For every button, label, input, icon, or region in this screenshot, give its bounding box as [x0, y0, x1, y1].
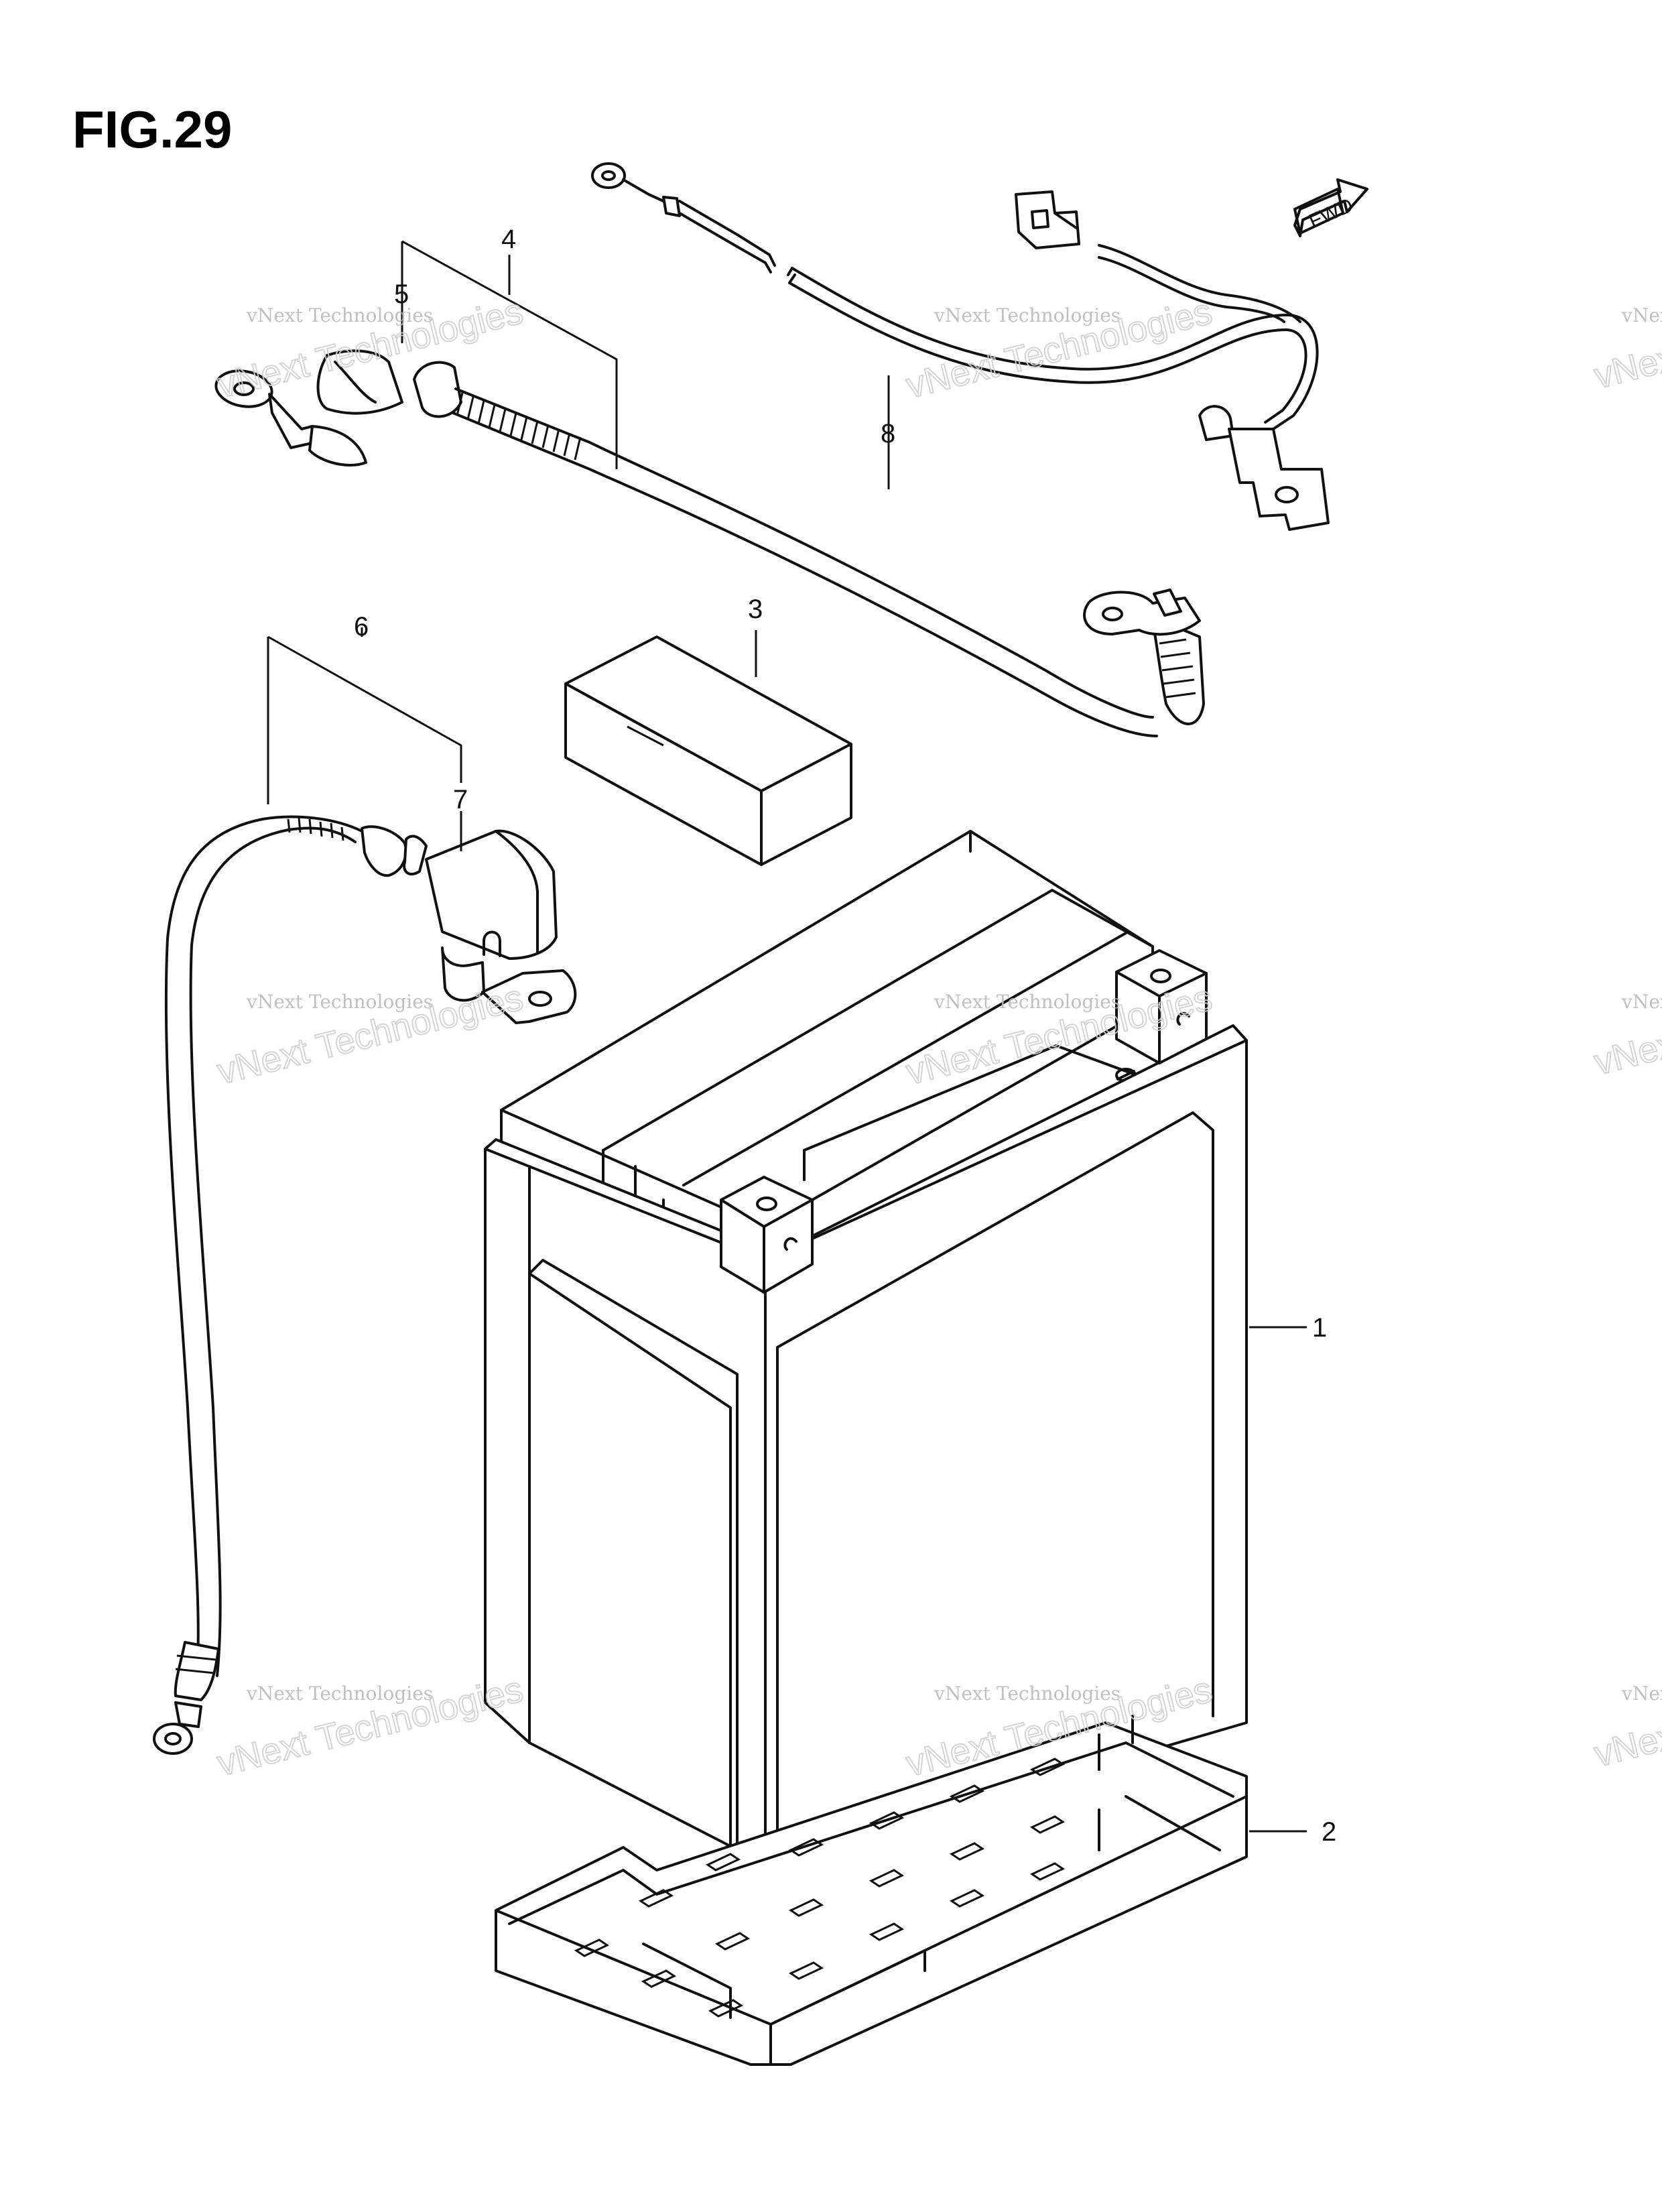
part-8-harness	[591, 162, 1330, 531]
watermark-1: vNext Technologies	[246, 304, 433, 326]
callout-5: 5	[394, 280, 409, 309]
cable-ribbing	[456, 392, 582, 460]
fwd-arrow-icon: FWD	[1293, 178, 1368, 237]
watermark-9b: vNext Technologies	[1590, 1660, 1662, 1774]
part-2-tray	[495, 1715, 1248, 2066]
part-1-battery	[484, 830, 1248, 1865]
watermark-3: vNext Technologies	[246, 991, 433, 1013]
callout-labels: 1 2 3 4 5 6 7 8	[354, 225, 1336, 1847]
callout-6: 6	[354, 612, 369, 641]
watermark-9: vNext Technologies	[1621, 1682, 1662, 1705]
part-6-cable	[153, 815, 577, 1755]
watermark-6: vNext Technologies	[934, 1682, 1121, 1705]
callout-8: 8	[881, 419, 895, 448]
tray-slots	[574, 1758, 1066, 2018]
part-3-pad	[564, 635, 852, 866]
callout-4: 4	[501, 225, 516, 254]
watermark-7b: vNext Technologies	[1590, 282, 1662, 396]
watermark-2: vNext Technologies	[934, 304, 1121, 326]
watermark-7: vNext Technologies	[1621, 304, 1662, 326]
figure-title: FIG.29	[72, 100, 232, 159]
callout-7: 7	[453, 785, 468, 814]
watermark-8b: vNext Technologies	[1590, 968, 1662, 1083]
watermark-8: vNext Technologies	[1621, 991, 1662, 1013]
watermark-4: vNext Technologies	[934, 991, 1121, 1013]
watermark-5: vNext Technologies	[246, 1682, 433, 1705]
part-4-cable	[214, 349, 1205, 737]
leader-lines	[267, 240, 1307, 1833]
callout-1: 1	[1312, 1313, 1327, 1343]
callout-3: 3	[748, 595, 763, 624]
callout-2: 2	[1322, 1817, 1336, 1847]
